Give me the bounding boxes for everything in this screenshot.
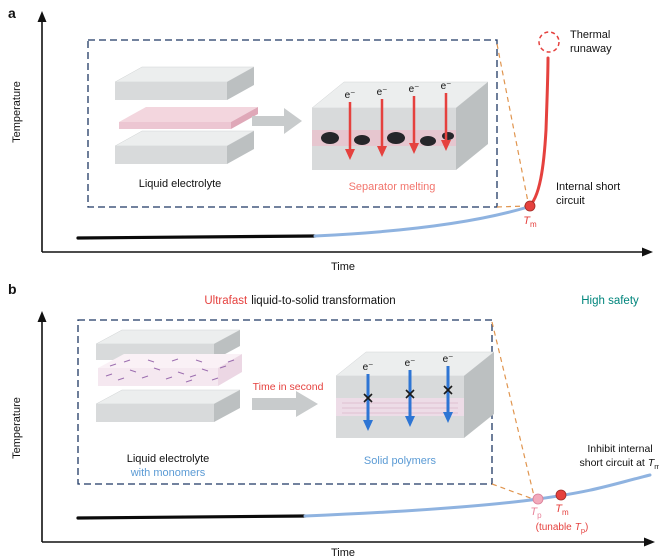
electron-label: e⁻ <box>363 362 374 373</box>
curve-normal-segment <box>76 514 307 520</box>
x-axis-label: Time <box>331 547 355 558</box>
solid-polymers-caption: Solid polymers <box>364 455 437 467</box>
liquid-electrolyte-caption: Liquid electrolyte <box>139 178 222 190</box>
high-safety-label: High safety <box>581 295 639 307</box>
monomer-speckles <box>105 358 235 383</box>
bottom-slab <box>95 389 241 422</box>
x-axis-label: Time <box>331 261 355 273</box>
internal-short-text-2: circuit <box>556 195 585 207</box>
connector-lines <box>496 43 529 208</box>
tp-point <box>532 493 544 505</box>
internal-short-annotation: Internal short circuit <box>556 181 620 207</box>
panel-b-label: b <box>8 281 17 297</box>
panel-a-axes: Temperature Time <box>11 11 653 273</box>
electron-labels: e⁻ e⁻ e⁻ <box>363 354 454 373</box>
blocked-electron-arrowheads <box>363 412 453 431</box>
tm-label: Tm <box>555 503 569 517</box>
inset-box <box>87 39 498 208</box>
curve-runaway-segment <box>526 56 550 209</box>
tm-label: Tm <box>523 215 537 229</box>
tp-label: Tp <box>530 506 542 520</box>
melt-holes <box>321 132 454 146</box>
electron-label: e⁻ <box>441 81 452 92</box>
separator-slab <box>119 107 258 129</box>
bottom-slab <box>114 130 255 164</box>
polymer-strands <box>342 402 458 414</box>
inhibit-text-1: Inhibit internal <box>587 443 652 455</box>
connector-lines <box>491 321 535 500</box>
panel-b-axes: Temperature Time <box>11 311 655 558</box>
block-x-marks <box>363 385 453 403</box>
temperature-curve <box>76 473 652 520</box>
x-axis-arrow-icon <box>642 247 653 257</box>
with-monomers-caption: with monomers <box>130 467 206 479</box>
separator-melting-illustration: e⁻ e⁻ e⁻ e⁻ Separator melting <box>311 81 489 193</box>
arrow-right-icon <box>252 391 318 417</box>
curve-heating-segment <box>313 205 530 238</box>
thermal-runaway-text-1: Thermal <box>570 29 610 41</box>
y-axis-arrow-icon <box>37 311 47 322</box>
monomer-layer <box>98 354 242 386</box>
panel-a-label: a <box>8 5 16 21</box>
arrow-right-icon <box>252 108 302 134</box>
liquid-electrolyte-caption: Liquid electrolyte <box>127 453 210 465</box>
y-axis-arrow-icon <box>37 11 47 22</box>
temperature-curve <box>76 56 550 240</box>
block-right-face <box>464 352 494 438</box>
internal-short-text-1: Internal short <box>556 181 620 193</box>
short-circuit-arrowheads <box>345 140 451 160</box>
x-axis-arrow-icon <box>644 537 655 547</box>
separator-melting-caption: Separator melting <box>349 181 436 193</box>
thermal-runaway-annotation: Thermal runaway <box>570 29 612 55</box>
solid-polymer-illustration: e⁻ e⁻ e⁻ Solid polymers <box>335 351 495 467</box>
top-slab <box>114 66 255 100</box>
melted-separator-layer <box>312 130 456 146</box>
block-right-face <box>456 82 488 170</box>
liquid-electrolyte-illustration: Liquid electrolyte <box>114 66 258 190</box>
electron-label: e⁻ <box>409 84 420 95</box>
short-circuit-arrows <box>348 93 448 150</box>
tm-point <box>524 200 536 212</box>
time-in-second-label: Time in second <box>253 381 324 393</box>
monomer-electrolyte-illustration: Liquid electrolyte with monomers <box>95 329 242 479</box>
electron-label: e⁻ <box>345 90 356 101</box>
electron-label: e⁻ <box>377 87 388 98</box>
y-axis-label: Temperature <box>11 397 23 459</box>
y-axis-label: Temperature <box>11 81 23 143</box>
panel-a: a Temperature Time <box>8 5 653 273</box>
curve-normal-segment <box>76 234 317 240</box>
thermal-runaway-text-2: runaway <box>570 43 612 55</box>
electron-label: e⁻ <box>405 358 416 369</box>
tm-point <box>555 489 567 501</box>
curve-safe-segment <box>303 473 652 518</box>
electron-labels: e⁻ e⁻ e⁻ e⁻ <box>345 81 452 101</box>
thermal-runaway-circle-icon <box>538 31 560 53</box>
electron-label: e⁻ <box>443 354 454 365</box>
